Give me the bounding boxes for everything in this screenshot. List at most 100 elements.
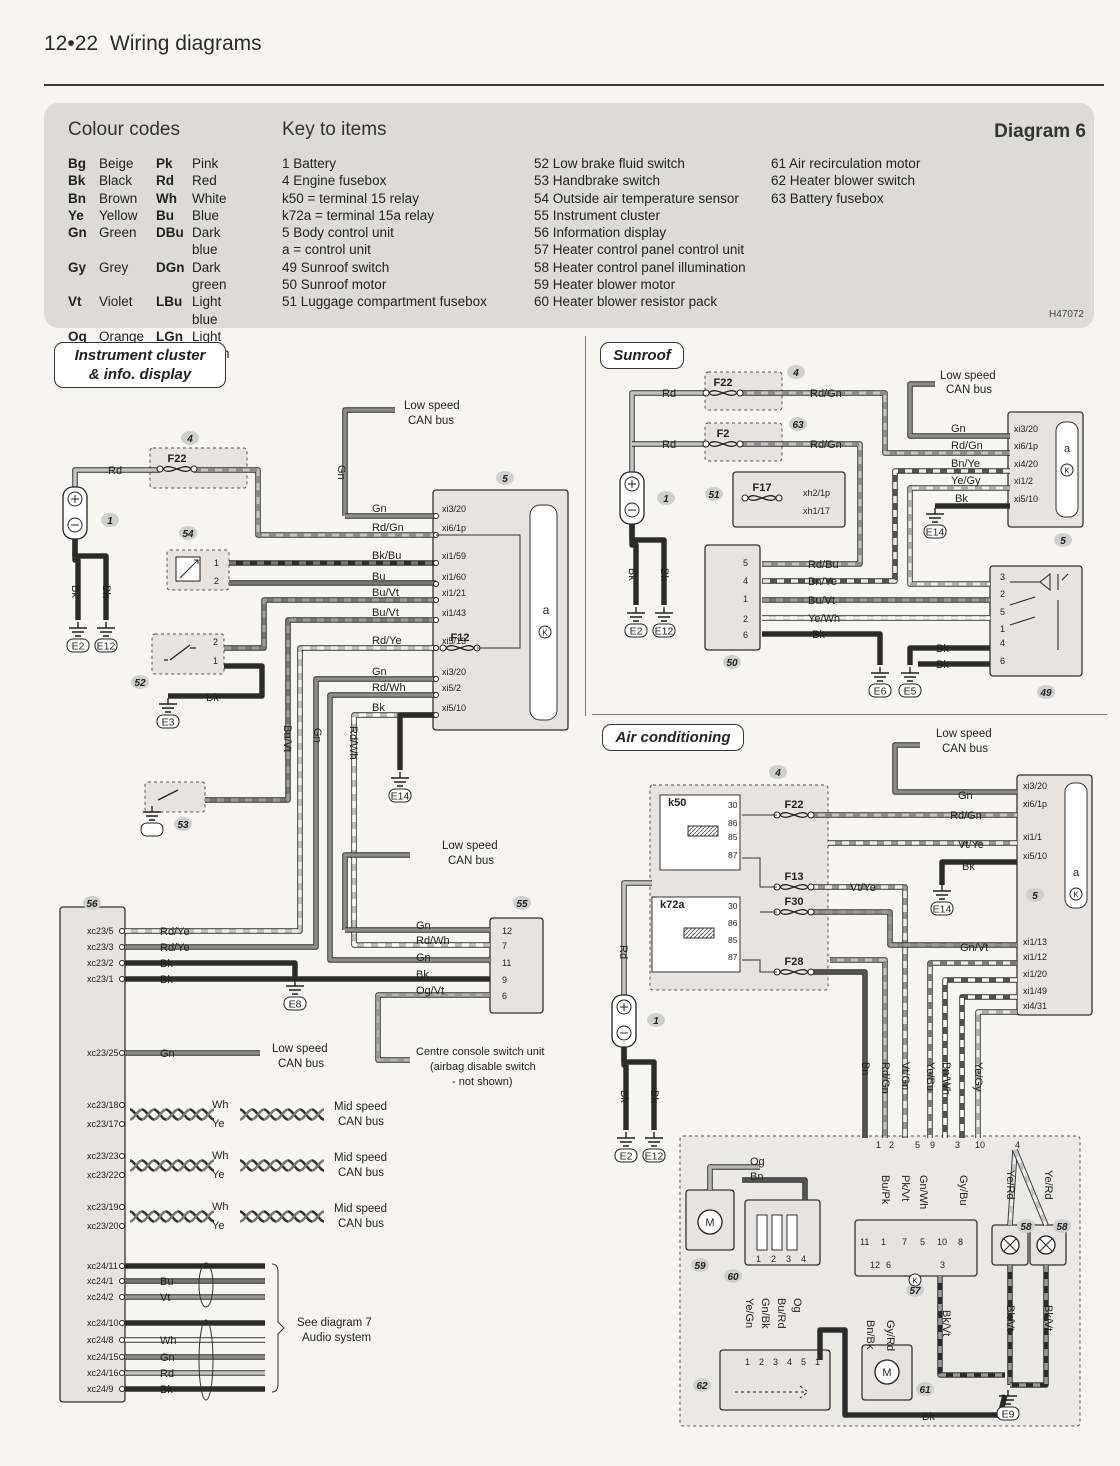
relay-coil-icon <box>687 825 719 837</box>
pin-terminal <box>119 1263 125 1269</box>
bcu-pin: xi5/13 <box>442 636 466 646</box>
fuse-f30-terminal <box>807 908 815 916</box>
ground-e5-icon <box>901 667 919 682</box>
k-symbol-sr-label: K <box>1064 467 1070 476</box>
wire-rdgn-ic <box>194 468 436 537</box>
wire-label: Bk <box>936 659 949 671</box>
wire-label: Bu/Pk <box>879 1175 891 1205</box>
fusebox-51-item-number: 51 <box>708 490 720 501</box>
wire-rdgn-ac2 <box>830 957 888 1138</box>
fuse-f2-terminal <box>736 440 744 448</box>
key-item: 52 Low brake fluid switch <box>534 156 685 171</box>
key-item: 54 Outside air temperature sensor <box>534 190 739 206</box>
bcu-pin: xi5/2 <box>442 683 461 693</box>
resistor-icon <box>786 1214 798 1251</box>
shield-icon <box>198 1319 214 1401</box>
pin-terminal <box>433 513 439 519</box>
switch-pin: 3 <box>1000 572 1005 582</box>
fuse-f13: F13 <box>785 871 804 883</box>
wire-can-ac <box>893 743 1017 794</box>
see-diagram-label: See diagram 7 <box>297 1317 372 1329</box>
diagram-number: Diagram 6 <box>994 121 1086 142</box>
connector-pin: 3 <box>955 1140 960 1150</box>
pin-terminal <box>119 1223 125 1229</box>
fuse-f30: F30 <box>785 896 804 908</box>
wire-label: Bk <box>160 958 173 970</box>
info-pin: xc24/16 <box>87 1368 119 1378</box>
switch-pin: 6 <box>1000 656 1005 666</box>
relay-pin: 86 <box>728 818 738 828</box>
can-label: CAN bus <box>942 743 988 755</box>
wire-bnwh2 <box>960 995 1017 1138</box>
key-item: 57 Heater control panel control unit <box>534 242 745 258</box>
bcu-wire-label: Bk/Bu <box>372 550 401 562</box>
switch-pin: 4 <box>787 1357 792 1367</box>
bcu-pin: xi6/1p <box>442 523 466 533</box>
fuse-f22-ac-icon <box>779 812 809 818</box>
ctrl-pin: 3 <box>940 1260 945 1270</box>
colour-name: Light blue <box>192 294 222 327</box>
bcu-pin: xi1/60 <box>442 572 466 582</box>
wire-buvt-1 <box>224 598 436 650</box>
ctrl-pin: 10 <box>937 1237 947 1247</box>
pin-terminal <box>119 976 125 982</box>
bcu-ac-item-badge <box>1026 888 1044 902</box>
ground-e14-ic: E14 <box>391 791 410 803</box>
fuse-f28: F28 <box>785 956 804 968</box>
can-label: Mid speed <box>334 1152 387 1164</box>
wire-label: Bk <box>962 861 975 873</box>
ground-53-icon <box>143 806 161 821</box>
wire-gn-vert <box>328 693 490 962</box>
handbrake-switch-icon <box>157 789 179 801</box>
blower-59-item-badge <box>691 1258 709 1272</box>
key-item: 51 Luggage compartment fusebox <box>282 294 487 310</box>
wire-label: Wh <box>212 1150 229 1162</box>
wire-label: Gn <box>335 465 347 480</box>
ground-e2-ac-tag <box>614 1148 638 1163</box>
can-label: CAN bus <box>278 1058 324 1070</box>
fuse-f22-ic-icon <box>162 466 192 472</box>
colour-name: Yellow <box>99 207 138 223</box>
wire-label: Rd <box>108 465 122 477</box>
ctrl-pin: 11 <box>860 1237 869 1247</box>
wire-label: Ye <box>212 1169 224 1181</box>
fusebox-51-item-badge <box>705 487 723 501</box>
pin-terminal <box>119 960 125 966</box>
bcu-wire-label: Bk <box>372 702 385 714</box>
colour-code: Pk <box>156 156 173 171</box>
battery-ic-signs <box>71 495 79 526</box>
wire-label: Ye/Gn <box>743 1298 755 1328</box>
wire-label: Bk <box>922 1411 935 1423</box>
wire-rdwh <box>352 713 490 947</box>
resistor-icon <box>771 1214 783 1251</box>
pin-terminal <box>433 581 439 587</box>
switch-pin: 2 <box>759 1357 764 1367</box>
relay-pin: 30 <box>728 800 738 810</box>
can-label: Mid speed <box>334 1203 387 1215</box>
see-diagram-label: Audio system <box>302 1332 371 1344</box>
motor-pin: 4 <box>743 576 748 586</box>
colour-code: Rd <box>156 173 174 189</box>
colour-code: Bn <box>68 190 86 206</box>
bcu-ac-item-number: 5 <box>1032 891 1038 902</box>
bcu-wire-label: Ye/Gy <box>951 475 981 487</box>
key-item: 60 Heater blower resistor pack <box>534 294 718 310</box>
colour-name: Dark green <box>192 259 227 293</box>
page-header: 12•22 Wiring diagrams <box>44 32 262 56</box>
wire-bnwh2 <box>960 995 1017 1138</box>
bcu-pin: xi4/20 <box>1014 459 1038 469</box>
fuse-f22-ic: F22 <box>168 453 187 465</box>
key-item: 56 Information display <box>534 225 667 241</box>
wire-label: Bk <box>160 1384 173 1396</box>
bcu-pin: xi3/20 <box>442 504 466 514</box>
twisted-pair <box>129 1108 215 1121</box>
sensor-54-item-number: 54 <box>182 529 194 540</box>
colour-name: Dark blue <box>192 225 221 258</box>
recirc-61-item-badge <box>916 1382 934 1396</box>
relay-pin: 87 <box>728 952 738 962</box>
wire-og <box>708 1165 760 1190</box>
ground-e2-sr-tag <box>624 623 648 638</box>
wire-bk-e6 <box>762 632 882 665</box>
bcu-pin: xi3/20 <box>442 667 466 677</box>
pin-label: xh2/1p <box>803 488 830 498</box>
